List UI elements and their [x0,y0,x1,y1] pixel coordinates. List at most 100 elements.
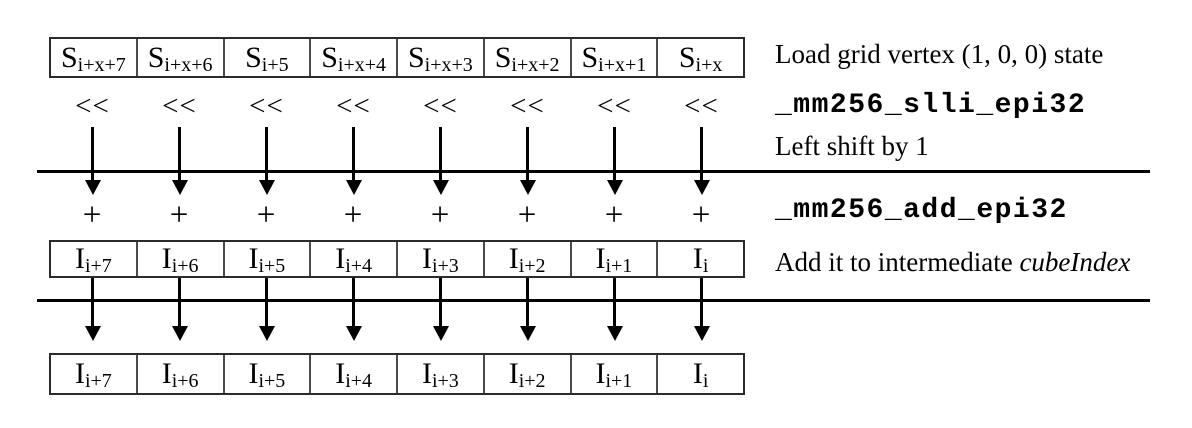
down-arrow-icon [265,127,268,181]
register-base: I [161,242,172,275]
register-base: S [494,40,512,74]
register-base: S [678,40,696,74]
register-base: I [421,357,432,390]
register-subscript: i+x+2 [511,53,560,76]
stage-separator-line-1 [37,170,1150,173]
plus-operator: + [82,197,103,233]
annotation-add-description: Add it to intermediate cubeIndex [775,247,1130,277]
shift-left-operator: << [162,90,197,122]
register-base: I [595,357,606,390]
register-base: I [335,242,346,275]
register-base: I [248,242,259,275]
register-subscript: i+7 [84,370,112,392]
down-arrow-icon [91,127,94,181]
down-arrow-icon [613,278,616,327]
plus-operator: + [169,197,190,233]
annotation-slli-intrinsic: _mm256_slli_epi32 [775,90,1087,121]
down-arrow-icon [526,278,529,327]
shift-left-operator: << [510,90,545,122]
register-base: S [147,40,165,74]
down-arrow-icon [352,127,355,181]
register-base: S [407,40,425,74]
register-base: I [595,242,606,275]
register-subscript: i+4 [345,255,373,277]
down-arrow-icon [700,127,703,181]
down-arrow-icon [352,278,355,327]
register-subscript: i [702,255,709,277]
register-subscript: i+5 [258,370,286,392]
add-operator-row: + + + + + + + + [49,199,745,232]
register-base: I [74,242,85,275]
register-base: I [692,242,703,275]
register-subscript: i [702,370,709,392]
register-subscript: i+1 [605,370,633,392]
register-subscript: i+5 [258,255,286,277]
plus-operator: + [517,197,538,233]
stage-separator-line-2 [37,299,1150,302]
register-base: I [508,242,519,275]
register-base: S [60,40,78,74]
down-arrow-icon [613,127,616,181]
register-base: I [161,357,172,390]
down-arrow-icon [439,278,442,327]
down-arrow-icon [91,278,94,327]
shift-left-operator: << [249,90,284,122]
annotation-add-description-prefix: Add it to intermediate [775,247,1020,277]
plus-operator: + [430,197,451,233]
down-arrow-icon [178,278,181,327]
shift-left-operator: << [423,90,458,122]
plus-operator: + [691,197,712,233]
register-subscript: i+x+3 [424,53,473,76]
register-subscript: i+4 [345,370,373,392]
plus-operator: + [256,197,277,233]
down-arrow-icon [265,278,268,327]
down-arrow-icon [178,127,181,181]
annotation-left-shift: Left shift by 1 [775,131,929,161]
register-subscript: i+x+6 [164,53,213,76]
register-subscript: i+6 [171,370,199,392]
register-subscript: i+x+4 [337,53,387,76]
register-base: I [248,357,259,390]
register-subscript: i+3 [431,370,459,392]
annotation-add-intrinsic: _mm256_add_epi32 [775,195,1068,226]
register-subscript: i+6 [171,255,199,277]
down-arrow-icon [439,127,442,181]
down-arrow-icon [526,127,529,181]
shift-operator-row: << << << << << << << << [49,92,745,121]
register-subscript: i+2 [518,255,546,277]
shift-left-operator: << [336,90,371,122]
register-subscript: i+x [695,53,723,76]
register-base: S [321,40,338,74]
register-subscript: i+x+1 [598,53,647,76]
shift-left-operator: << [684,90,719,122]
annotation-cubeindex-term: cubeIndex [1019,247,1131,277]
annotation-load-state: Load grid vertex (1, 0, 0) state [775,39,1104,69]
register-subscript: i+5 [261,53,289,76]
register-base: S [245,40,262,74]
down-arrow-icon [700,278,703,327]
register-base: S [581,40,599,74]
register-base: I [74,357,85,390]
